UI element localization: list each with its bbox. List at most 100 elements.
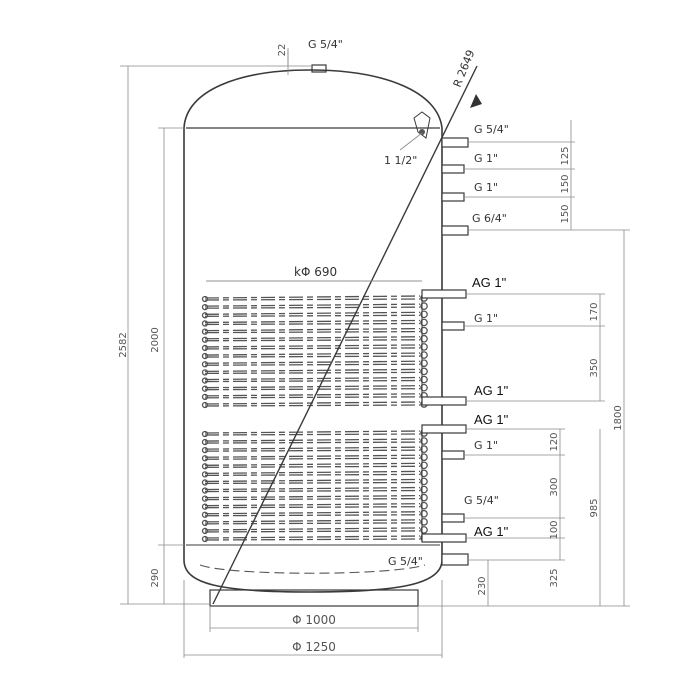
coil-bend — [201, 471, 209, 478]
tank-body — [183, 64, 443, 607]
coil-bend — [201, 447, 209, 454]
label-coil-diameter: kΦ 690 — [294, 265, 337, 279]
extension-lines — [120, 48, 630, 658]
coil-winding — [204, 511, 421, 517]
coil-bend — [420, 469, 428, 478]
coil-winding — [204, 486, 421, 493]
top-socket — [311, 64, 327, 73]
coil-winding — [204, 295, 421, 301]
coil-winding — [204, 503, 421, 509]
coil-bend — [201, 385, 209, 392]
label-coil-lower-out: AG 1" — [474, 524, 509, 539]
coil-winding — [204, 368, 421, 375]
dim-230: 230 — [477, 576, 488, 595]
dim-325: 325 — [549, 568, 560, 587]
coil-winding — [204, 311, 421, 317]
dim-120: 120 — [549, 432, 560, 451]
coil-winding — [204, 454, 421, 460]
dim-350: 350 — [589, 358, 600, 377]
coil-winding — [204, 494, 421, 501]
radius-arrow-head — [470, 94, 482, 108]
coil-bend — [201, 304, 209, 311]
port-g1-a — [441, 164, 465, 174]
port-g1-b — [441, 192, 465, 202]
coil-bend — [420, 375, 428, 384]
coil-winding — [204, 360, 421, 366]
coil-bend — [201, 463, 209, 470]
label-bottom-port: G 5/4" — [388, 555, 423, 568]
port-ag1-upper-out — [421, 396, 467, 406]
label-side-port-3: G 1" — [474, 181, 498, 194]
coil-bend — [201, 535, 209, 543]
tank-outline — [183, 69, 443, 593]
coil-bend — [420, 477, 428, 486]
side-connections — [421, 137, 469, 566]
coil-bend — [420, 485, 428, 494]
coil-bend — [420, 318, 428, 327]
coil-bend — [201, 455, 209, 462]
coil-winding — [204, 430, 421, 436]
port-g1-mid — [441, 321, 465, 331]
port-g54-top — [441, 137, 469, 148]
dim-22: 22 — [277, 44, 288, 57]
port-g54-bottom — [441, 553, 469, 566]
dim-300: 300 — [549, 477, 560, 496]
coil-bend — [201, 295, 209, 303]
coil-winding — [204, 376, 421, 383]
dim-top-150b: 150 — [560, 204, 571, 223]
label-coil-lower-in: AG 1" — [474, 412, 509, 427]
coil-bend — [420, 367, 428, 376]
bottom-inner-dome — [199, 564, 426, 574]
coil-winding — [204, 519, 421, 525]
coil-bend — [420, 359, 428, 368]
dim-1800: 1800 — [613, 405, 624, 430]
coil-bend — [420, 526, 428, 534]
coil-bend — [420, 343, 428, 351]
coil-bend — [420, 383, 428, 392]
coil-bend — [420, 501, 428, 510]
sensor-port — [399, 111, 431, 151]
dim-total-height: 2582 — [118, 332, 129, 357]
port-ag1-lower-in — [421, 424, 467, 434]
tank-foot — [209, 589, 419, 607]
label-lower-port: G 5/4" — [464, 494, 499, 507]
coil-winding — [204, 438, 421, 444]
dim-100: 100 — [549, 520, 560, 539]
coil-bend — [201, 352, 209, 360]
coil-bend — [201, 527, 209, 535]
dim-985: 985 — [589, 498, 600, 517]
coil-bend — [201, 312, 209, 319]
coil-winding — [204, 462, 421, 468]
coil-winding — [204, 446, 421, 452]
upper-coil — [201, 280, 428, 409]
coil-bend — [201, 393, 209, 400]
coil-bend — [201, 336, 209, 343]
coil-winding — [204, 336, 421, 342]
label-top-port: G 5/4" — [308, 38, 343, 51]
dim-width-inner: Φ 1000 — [292, 613, 336, 627]
coil-winding — [204, 303, 421, 309]
label-side-port-2: G 1" — [474, 152, 498, 165]
coil-winding — [204, 344, 421, 350]
coil-bend — [201, 328, 209, 335]
coil-bend — [201, 495, 209, 502]
coil-bend — [420, 334, 428, 343]
coil-bend — [201, 320, 209, 327]
coil-winding — [204, 401, 421, 407]
coil-bend — [420, 453, 428, 462]
dim-bottom-height: 290 — [150, 568, 161, 587]
coil-bend — [420, 517, 428, 526]
coil-winding — [204, 478, 421, 485]
sensor-dot — [419, 129, 425, 135]
coil-bend — [201, 344, 209, 352]
coil-winding — [204, 319, 421, 326]
coil-winding — [204, 393, 421, 399]
coil-bend — [201, 361, 209, 368]
label-mid-port-1: G 1" — [474, 312, 498, 325]
port-ag1-lower-out — [421, 533, 467, 543]
coil-bend — [201, 487, 209, 494]
label-side-port-4: G 6/4" — [472, 212, 507, 225]
dim-170: 170 — [589, 302, 600, 321]
coil-bend — [420, 302, 428, 311]
